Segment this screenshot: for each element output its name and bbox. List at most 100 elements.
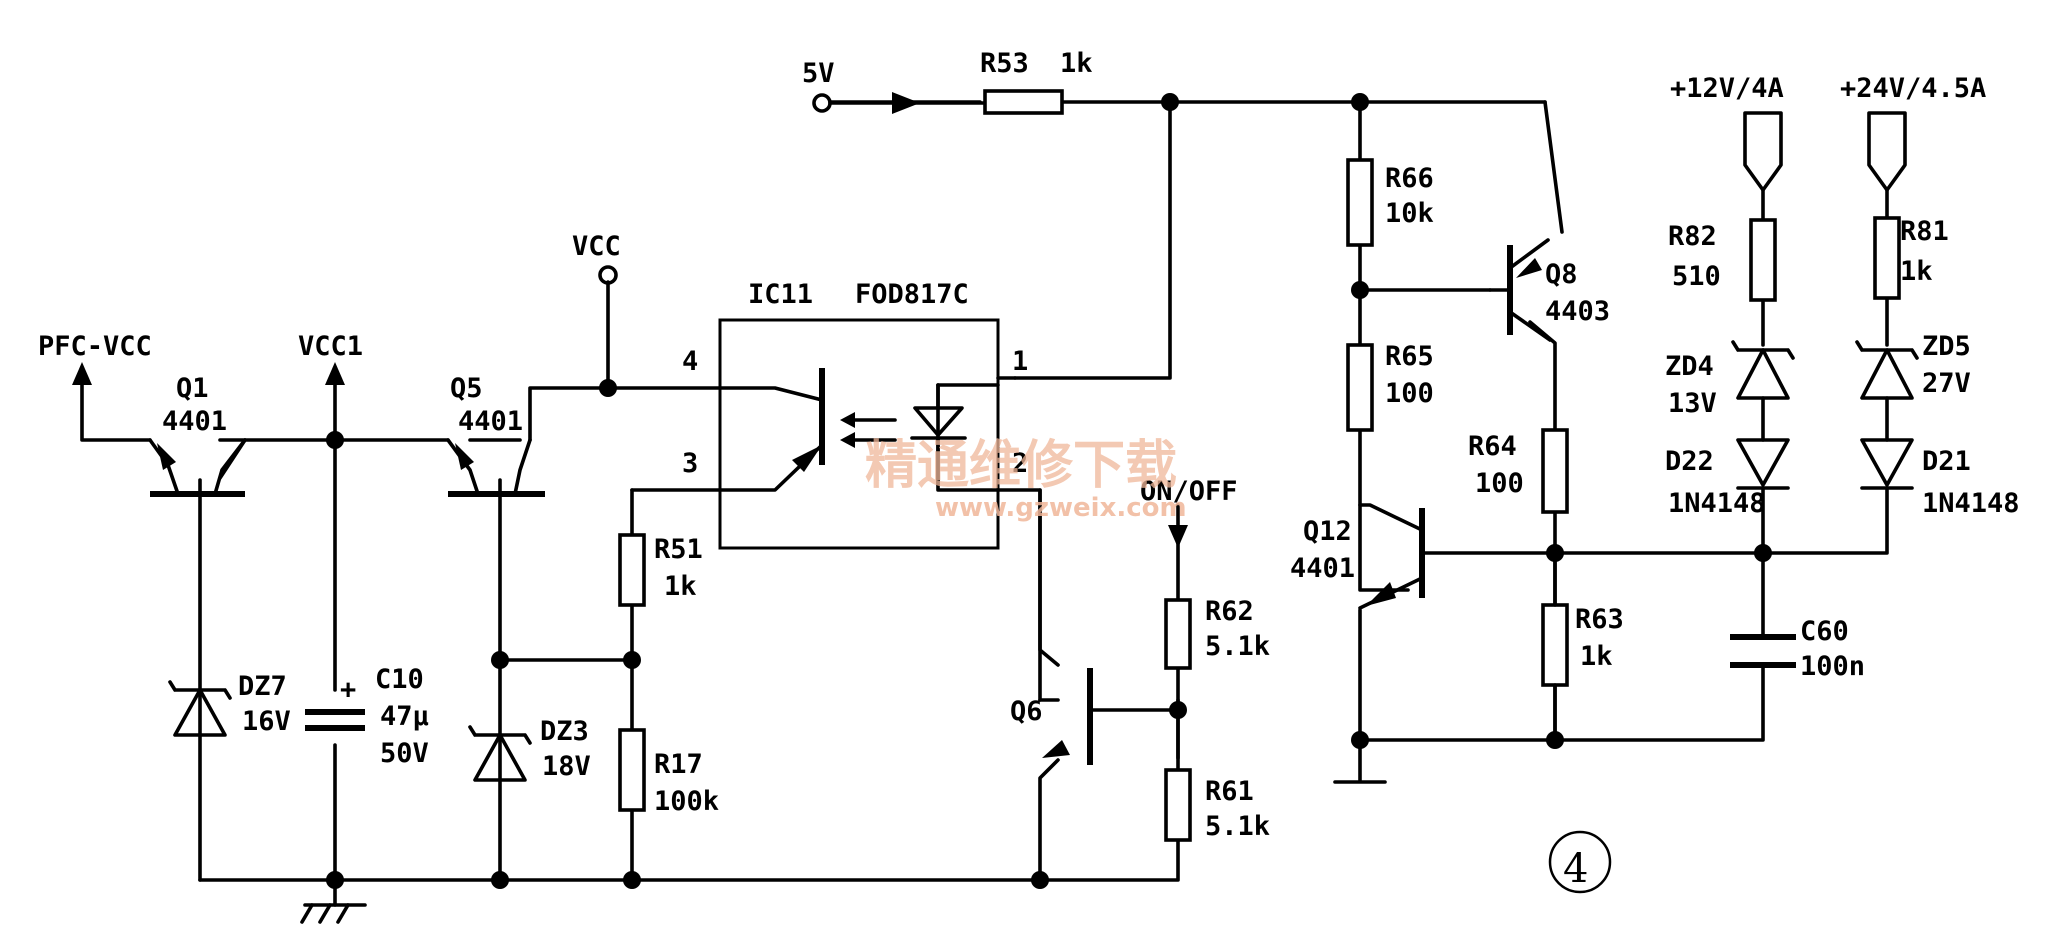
- q8-part: 4403: [1545, 296, 1610, 327]
- q1-ref: Q1: [176, 373, 209, 404]
- r61-value: 5.1k: [1205, 811, 1270, 842]
- r17-value: 100k: [654, 786, 719, 817]
- resistor-r81: [1873, 216, 1901, 300]
- rail-vcc-label: VCC: [572, 231, 621, 262]
- zener-dz3: [468, 725, 532, 782]
- d22-value: 1N4148: [1668, 488, 1766, 519]
- r17-ref: R17: [654, 749, 703, 780]
- r65-value: 100: [1385, 378, 1434, 409]
- diode-d21: [1860, 438, 1914, 490]
- ic11-pin-1: 1: [1012, 346, 1028, 377]
- ic11-pin-3: 3: [682, 448, 698, 479]
- ic11-ref: IC11: [748, 279, 813, 310]
- transistor-q5: [446, 438, 545, 497]
- terminal-pfc-vcc: [72, 362, 92, 385]
- watermark-url: www.gzweix.com: [935, 493, 1187, 523]
- q12-ref: Q12: [1303, 516, 1352, 547]
- figure-number-circle: [1548, 830, 1612, 894]
- ground-symbol-left: [300, 878, 367, 924]
- terminal-p12v: [1743, 111, 1783, 192]
- q6-ref: Q6: [1010, 696, 1043, 727]
- rail-vcc1-label: VCC1: [298, 331, 363, 362]
- transistor-q1: [148, 438, 247, 497]
- dz3-value: 18V: [542, 751, 591, 782]
- terminal-vcc: [598, 265, 618, 285]
- r65-ref: R65: [1385, 341, 1434, 372]
- figure-number: 4: [1563, 846, 1588, 892]
- r81-ref: R81: [1900, 216, 1949, 247]
- q8-ref: Q8: [1545, 259, 1578, 290]
- rail-p24v-label: +24V/4.5A: [1840, 73, 1986, 104]
- r64-value: 100: [1475, 468, 1524, 499]
- r53-ref: R53: [980, 48, 1029, 79]
- c10-polarity: +: [340, 674, 356, 705]
- r81-value: 1k: [1900, 256, 1933, 287]
- resistor-r61: [1164, 768, 1192, 842]
- c10-value: 47μ: [380, 701, 429, 732]
- dz7-ref: DZ7: [238, 671, 287, 702]
- r63-ref: R63: [1575, 604, 1624, 635]
- zener-zd5: [1855, 340, 1919, 442]
- resistor-r63: [1541, 603, 1569, 687]
- terminal-onoff: [1168, 503, 1188, 548]
- ic11-part: FOD817C: [855, 279, 969, 310]
- diode-d22: [1736, 438, 1790, 490]
- r61-ref: R61: [1205, 776, 1254, 807]
- resistor-r66: [1346, 158, 1374, 247]
- onoff-label: ON/OFF: [1140, 476, 1238, 507]
- q1-part: 4401: [162, 406, 227, 437]
- r82-value: 510: [1672, 261, 1721, 292]
- resistor-r82: [1749, 218, 1777, 302]
- terminal-p24v: [1867, 111, 1907, 192]
- transistor-q6: [1042, 668, 1093, 765]
- resistor-r65: [1346, 343, 1374, 432]
- terminal-vcc1: [325, 362, 345, 385]
- zd5-ref: ZD5: [1922, 331, 1971, 362]
- transistor-q12: [1358, 503, 1425, 610]
- q12-part: 4401: [1290, 553, 1355, 584]
- zener-zd4: [1731, 340, 1795, 442]
- c60-value: 100n: [1800, 651, 1865, 682]
- r51-ref: R51: [654, 534, 703, 565]
- capacitor-c60: [1730, 634, 1796, 668]
- r63-value: 1k: [1580, 641, 1613, 672]
- r66-value: 10k: [1385, 198, 1434, 229]
- rail-pfc-vcc-label: PFC-VCC: [38, 331, 152, 362]
- zd4-value: 13V: [1668, 388, 1717, 419]
- r66-ref: R66: [1385, 163, 1434, 194]
- dz7-value: 16V: [242, 706, 291, 737]
- transistor-q8: [1488, 238, 1552, 342]
- r53-value: 1k: [1060, 48, 1093, 79]
- c60-ref: C60: [1800, 616, 1849, 647]
- resistor-r17: [618, 728, 646, 812]
- resistor-r53: [983, 89, 1064, 115]
- d22-ref: D22: [1665, 446, 1714, 477]
- r82-ref: R82: [1668, 221, 1717, 252]
- r62-ref: R62: [1205, 596, 1254, 627]
- zd4-ref: ZD4: [1665, 351, 1714, 382]
- r51-value: 1k: [664, 571, 697, 602]
- q5-part: 4401: [458, 406, 523, 437]
- q5-ref: Q5: [450, 373, 483, 404]
- zener-dz7: [168, 680, 232, 737]
- watermark-text: 精通维修下载: [865, 436, 1177, 496]
- c10-voltage: 50V: [380, 738, 429, 769]
- rail-5v-label: 5V: [802, 58, 835, 89]
- c10-ref: C10: [375, 664, 424, 695]
- capacitor-c10: [305, 709, 365, 731]
- rail-p12v-label: +12V/4A: [1670, 73, 1784, 104]
- ic11-pin-2: 2: [1012, 448, 1028, 479]
- terminal-5v: [812, 92, 987, 114]
- r64-ref: R64: [1468, 431, 1517, 462]
- d21-ref: D21: [1922, 446, 1971, 477]
- resistor-r64: [1541, 428, 1569, 514]
- r62-value: 5.1k: [1205, 631, 1270, 662]
- dz3-ref: DZ3: [540, 716, 589, 747]
- zd5-value: 27V: [1922, 368, 1971, 399]
- ic11-pin-4: 4: [682, 346, 698, 377]
- resistor-r51: [618, 533, 646, 607]
- d21-value: 1N4148: [1922, 488, 2020, 519]
- optocoupler-ic11: [718, 318, 1000, 550]
- resistor-r62: [1164, 598, 1192, 670]
